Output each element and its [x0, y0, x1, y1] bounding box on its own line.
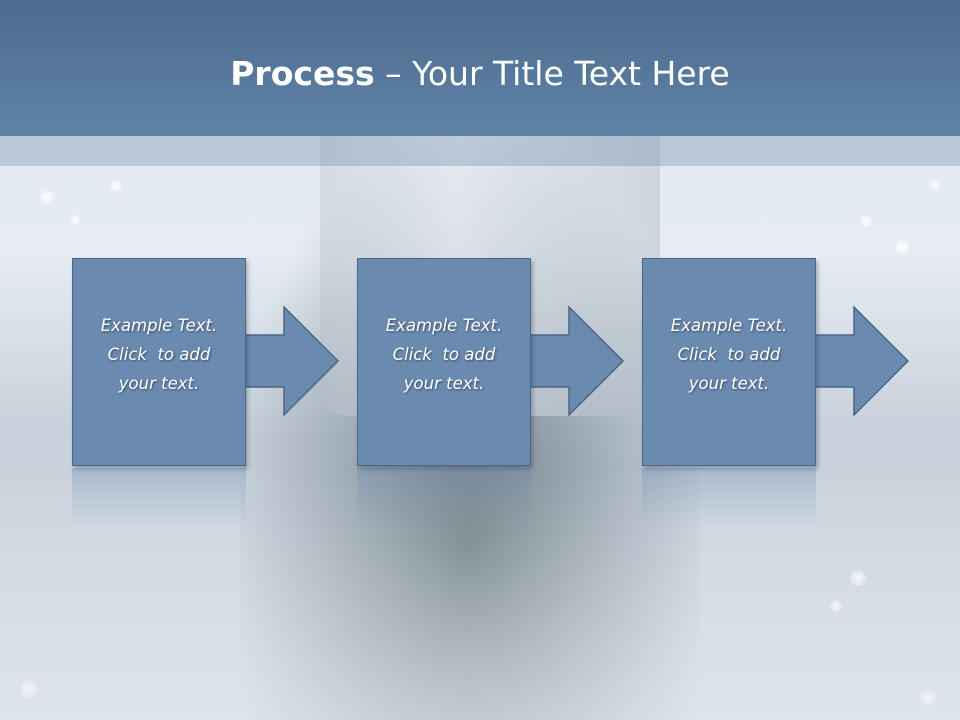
step-line: Click to add: [107, 345, 211, 364]
process-step-2[interactable]: Example Text. Click to add your text.: [357, 258, 531, 466]
arrow-right-icon: [811, 305, 910, 417]
bokeh-light: [110, 180, 122, 192]
bokeh-light: [70, 215, 80, 225]
title-bold: Process: [230, 54, 375, 93]
bokeh-light: [895, 240, 909, 254]
step-line: Example Text.: [100, 316, 218, 335]
step-line: your text.: [688, 374, 770, 393]
title-bar-band: [0, 136, 960, 166]
title-bar: [0, 0, 960, 136]
step-text: Example Text. Click to add your text.: [73, 311, 245, 398]
step-line: Example Text.: [670, 316, 788, 335]
step-line: Click to add: [392, 345, 496, 364]
slide-title[interactable]: Process – Your Title Text Here: [0, 52, 960, 96]
title-rest: – Your Title Text Here: [374, 54, 730, 93]
step-line: Example Text.: [385, 316, 503, 335]
arrow-right-icon: [526, 305, 625, 417]
process-step-3[interactable]: Example Text. Click to add your text.: [642, 258, 816, 466]
bokeh-light: [860, 215, 872, 227]
arrow-right-icon: [241, 305, 340, 417]
step-line: your text.: [118, 374, 200, 393]
bottom-fade: [0, 470, 960, 720]
process-step-1[interactable]: Example Text. Click to add your text.: [72, 258, 246, 466]
bokeh-light: [40, 190, 54, 204]
bokeh-light: [930, 180, 940, 190]
step-line: Click to add: [677, 345, 781, 364]
step-text: Example Text. Click to add your text.: [358, 311, 530, 398]
step-line: your text.: [403, 374, 485, 393]
step-text: Example Text. Click to add your text.: [643, 311, 815, 398]
